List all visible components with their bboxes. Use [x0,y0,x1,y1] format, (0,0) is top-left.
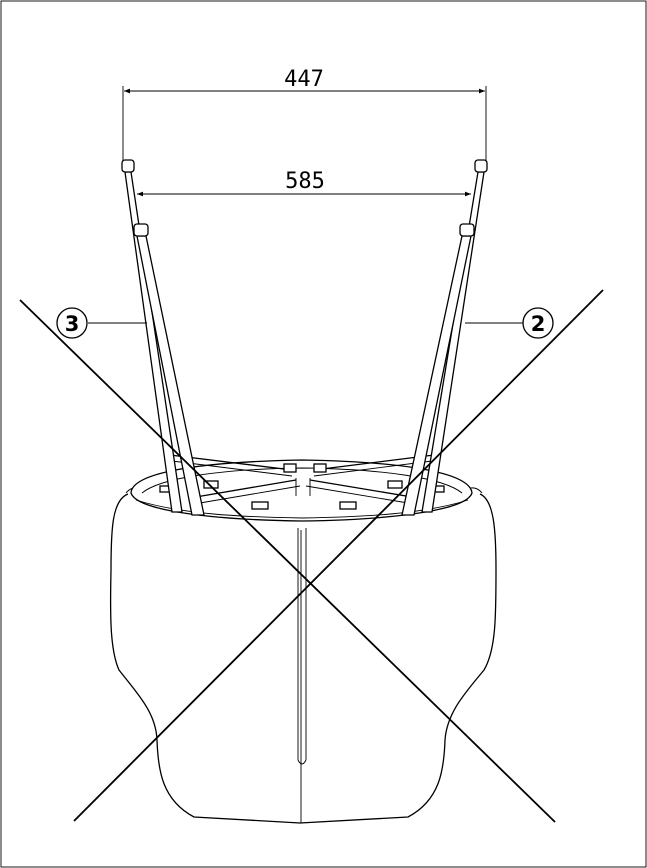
cross-out-mark [19,289,604,823]
callout-circle-left [56,307,88,339]
mount-bracket [387,480,403,489]
mount-bracket [339,501,357,510]
cross-line-left-to-right [19,299,556,823]
brace-bottom-left [189,479,297,499]
mount-bracket [251,501,269,510]
leg-back-left [121,159,183,513]
brace-top-right-edge [313,460,433,477]
callout-number-right: 2 [531,312,546,336]
dimension-outer: 447 [122,67,487,165]
spine-rib-end [297,759,307,765]
mount-bracket [203,480,219,489]
leg-foot-cap [459,223,475,237]
callout-circle-right [522,307,554,339]
callout-number-left: 3 [65,312,80,336]
leg-tube [421,171,485,513]
leg-back-right [421,159,488,513]
cross-line-right-to-left [73,289,604,822]
mount-bracket [283,463,297,473]
leg-foot-cap [121,159,135,173]
brace-bottom-left-edge [193,485,301,505]
leg-front-left [133,223,205,516]
leg-front-right [401,223,475,516]
callout-right: 2 [465,307,554,339]
seat-plate-outline [130,459,473,522]
brace-bottom-right-edge [305,485,415,505]
shell-outline [109,493,497,824]
leg-foot-cap [133,223,149,237]
mount-bracket [313,463,327,473]
chair-shell [109,487,497,824]
leg-tube [124,171,183,513]
callout-left: 3 [56,307,147,339]
dimension-inner: 585 [137,169,471,197]
dimension-label-inner: 585 [285,169,325,194]
dimension-label-outer: 447 [284,67,324,92]
leg-foot-cap [474,159,488,173]
